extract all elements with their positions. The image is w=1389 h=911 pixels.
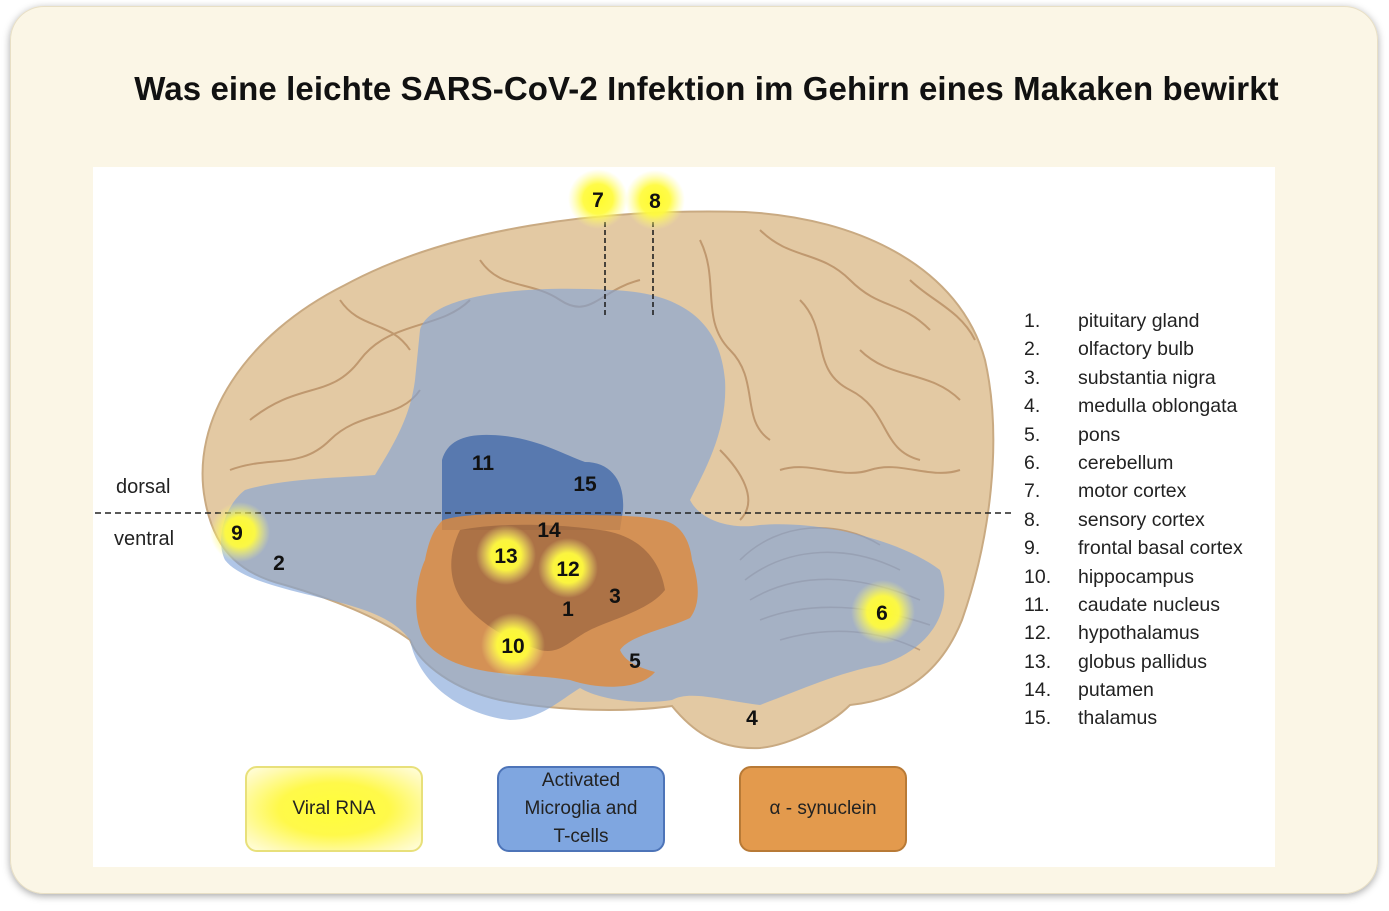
viral-rna-glow-13 (476, 525, 536, 585)
marker-5: 5 (629, 650, 641, 673)
legend-viral-rna-label: Viral RNA (292, 798, 376, 819)
region-number: 10. (1024, 565, 1052, 588)
region-name: globus pallidus (1078, 650, 1208, 673)
marker-14: 14 (537, 519, 561, 542)
viral-rna-glow-8 (625, 170, 685, 230)
region-legend-item: 2. olfactory bulb (1024, 335, 1243, 363)
region-number: 13. (1024, 650, 1052, 673)
viral-rna-glow-9 (210, 502, 270, 562)
marker-3: 3 (609, 585, 621, 608)
marker-1: 1 (562, 598, 574, 621)
legend-microglia-line: Activated (541, 770, 621, 791)
region-legend-item: 3. substantia nigra (1024, 364, 1243, 392)
region-number: 11. (1024, 593, 1050, 616)
marker-13: 13 (494, 545, 517, 568)
legend-microglia-line: T-cells (553, 826, 609, 847)
region-number: 3. (1024, 366, 1041, 389)
marker-7: 7 (592, 189, 604, 212)
region-legend-item: 5. pons (1024, 421, 1243, 449)
region-number: 8. (1024, 508, 1041, 531)
region-name: pituitary gland (1078, 310, 1200, 332)
marker-12: 12 (556, 558, 579, 581)
region-number: 4. (1024, 395, 1041, 418)
marker-11: 11 (472, 452, 495, 475)
region-number: 1. (1024, 310, 1041, 332)
region-name: putamen (1078, 679, 1154, 702)
ventral-label: ventral (114, 528, 174, 550)
region-number: 12. (1024, 622, 1052, 645)
region-legend-item: 8. sensory cortex (1024, 506, 1243, 534)
legend-microglia: Activated Microglia and T-cells (497, 766, 665, 852)
region-name: hypothalamus (1078, 622, 1200, 645)
region-number: 7. (1024, 480, 1041, 503)
legend-microglia-label: Activated Microglia and T-cells (525, 767, 638, 851)
region-legend-item: 6. cerebellum (1024, 449, 1243, 477)
caudate-thalamus-region (442, 434, 624, 530)
region-legend-item: 14. putamen (1024, 676, 1243, 704)
marker-10: 10 (501, 635, 524, 658)
region-legend: 1. pituitary gland 2. olfactory bulb 3. subst… (1024, 307, 1243, 733)
marker-15: 15 (573, 473, 597, 496)
legend-microglia-line: Microglia and (524, 798, 638, 819)
marker-8: 8 (649, 190, 661, 213)
region-number: 14. (1024, 679, 1052, 702)
viral-rna-glow-10 (481, 613, 545, 677)
slide-title: Was eine leichte SARS-CoV-2 Infektion im… (134, 70, 1279, 107)
region-name: caudate nucleus (1078, 593, 1221, 616)
marker-4: 4 (746, 707, 758, 730)
region-name: substantia nigra (1078, 366, 1216, 389)
region-name: hippocampus (1078, 565, 1194, 588)
marker-9: 9 (231, 522, 243, 545)
region-legend-item: 10. hippocampus (1024, 563, 1243, 591)
region-name: thalamus (1078, 707, 1158, 730)
region-legend-item: 1. pituitary gland (1024, 307, 1243, 335)
region-name: frontal basal cortex (1078, 537, 1243, 560)
legend-viral-rna: Viral RNA (245, 766, 423, 852)
region-name: cerebellum (1078, 451, 1174, 474)
viral-rna-glow-12 (538, 538, 598, 598)
region-name: sensory cortex (1078, 508, 1205, 531)
legend-synuclein-label: α - synuclein (769, 798, 877, 819)
viral-rna-glow-7 (568, 169, 628, 229)
region-legend-item: 7. motor cortex (1024, 477, 1243, 505)
region-legend-item: 11. caudate nucleus (1024, 591, 1243, 619)
region-number: 2. (1024, 338, 1041, 361)
region-legend-item: 4. medulla oblongata (1024, 392, 1243, 420)
dorsal-label: dorsal (116, 476, 170, 498)
region-legend-item: 12. hypothalamus (1024, 619, 1243, 647)
region-name: medulla oblongata (1078, 395, 1238, 418)
marker-6: 6 (876, 602, 888, 625)
region-name: motor cortex (1078, 480, 1187, 503)
region-number: 15. (1024, 707, 1052, 730)
region-legend-item: 9. frontal basal cortex (1024, 534, 1243, 562)
marker-2: 2 (273, 552, 285, 575)
region-number: 9. (1024, 537, 1041, 560)
region-number: 6. (1024, 451, 1041, 474)
region-number: 5. (1024, 423, 1041, 446)
region-name: pons (1078, 423, 1121, 446)
legend-synuclein: α - synuclein (739, 766, 907, 852)
viral-rna-glow-6 (851, 580, 915, 644)
region-legend-item: 13. globus pallidus (1024, 648, 1243, 676)
region-name: olfactory bulb (1078, 338, 1194, 361)
region-legend-item: 15. thalamus (1024, 704, 1243, 732)
